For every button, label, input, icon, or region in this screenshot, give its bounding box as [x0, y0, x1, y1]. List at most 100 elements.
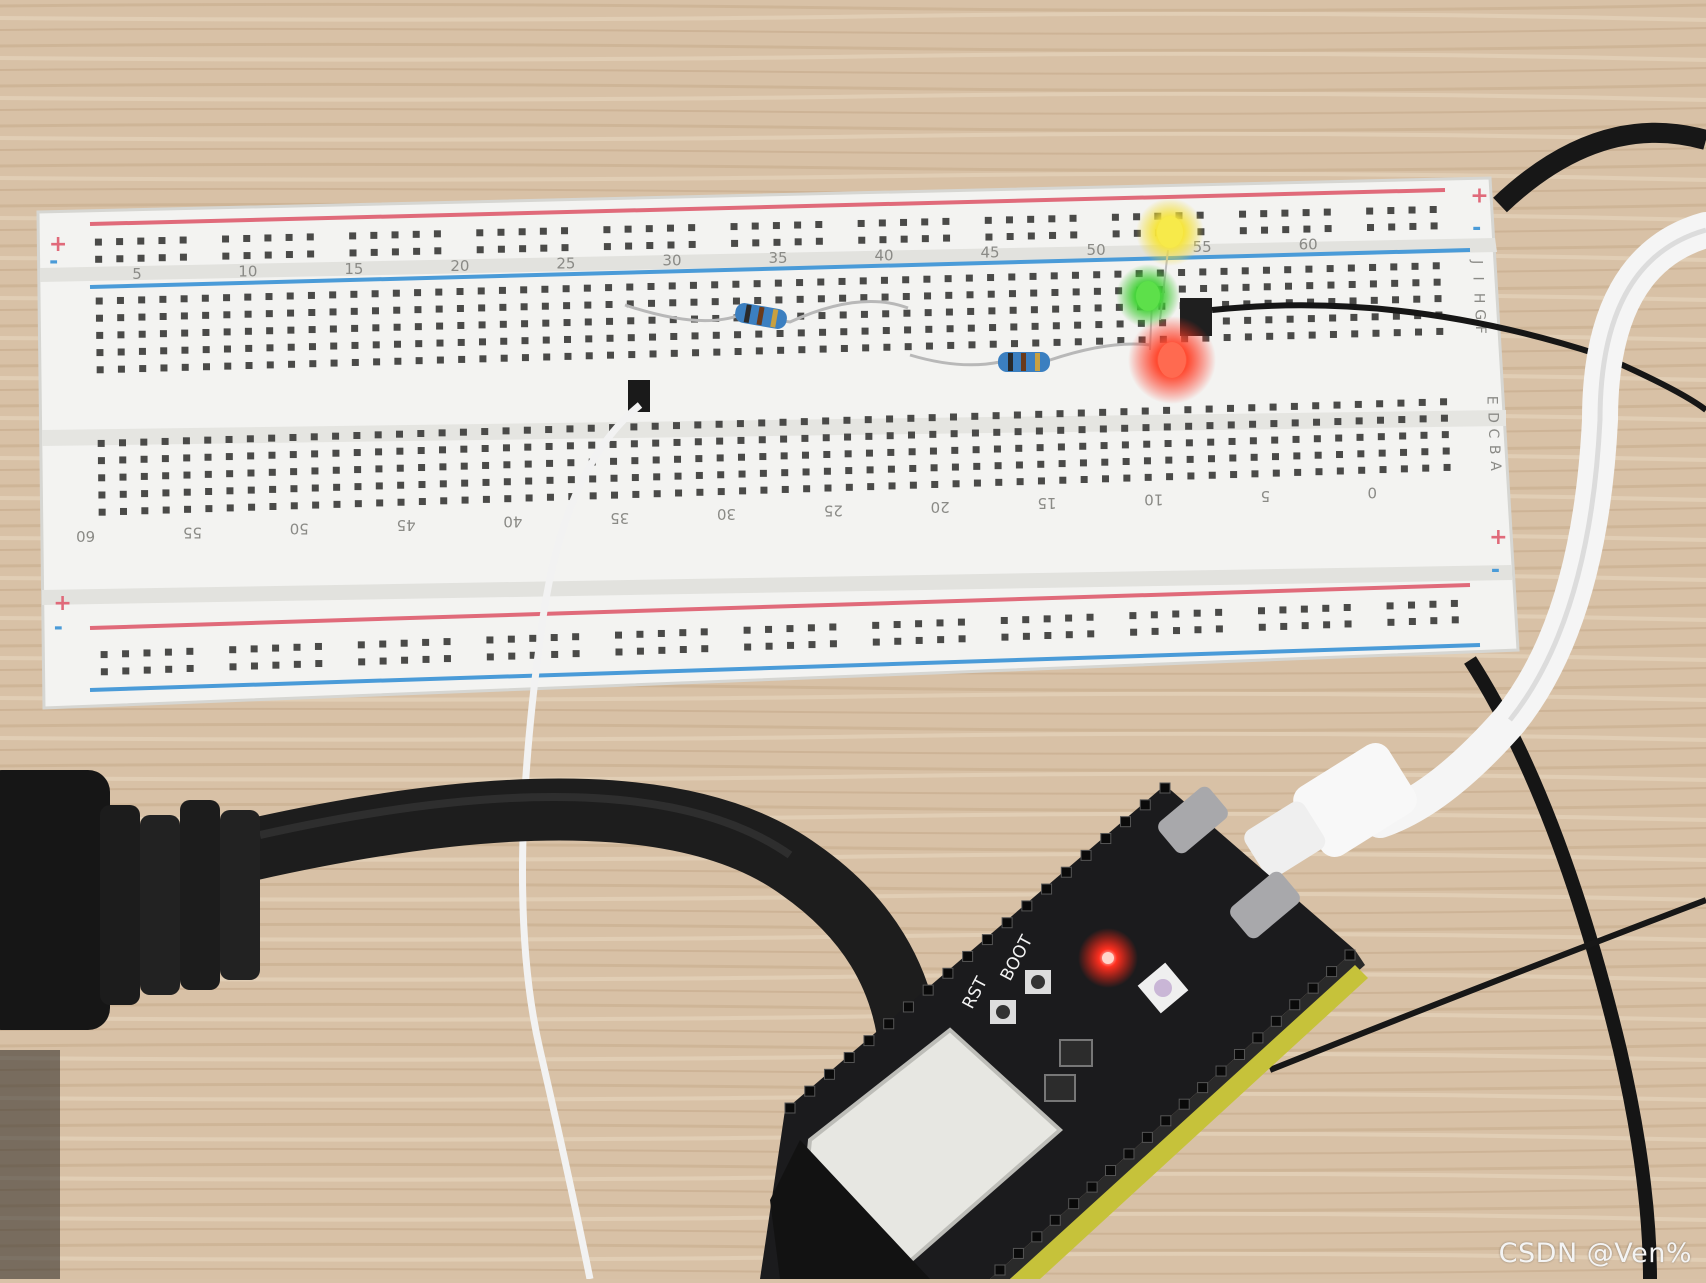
breadboard-hole: [1279, 606, 1286, 613]
breadboard-hole: [1291, 403, 1298, 410]
breadboard-hole: [434, 247, 441, 254]
breadboard-hole: [286, 251, 293, 258]
breadboard-hole: [162, 472, 169, 479]
breadboard-hole: [312, 502, 319, 509]
header-pin: [1327, 967, 1337, 977]
breadboard-hole: [1434, 279, 1441, 286]
breadboard-hole: [1117, 320, 1124, 327]
breadboard-hole: [1187, 472, 1194, 479]
header-pin: [903, 1002, 913, 1012]
breadboard-hole: [1001, 617, 1008, 624]
breadboard-hole: [718, 488, 725, 495]
breadboard-hole: [882, 310, 889, 317]
breadboard-hole: [951, 447, 958, 454]
breadboard-hole: [1038, 477, 1045, 484]
header-pin: [884, 1019, 894, 1029]
row-letter: I: [1470, 277, 1486, 281]
breadboard-hole: [967, 291, 974, 298]
rail-plus-label: +: [1489, 525, 1507, 550]
breadboard-hole: [1239, 211, 1246, 218]
breadboard-hole: [1272, 453, 1279, 460]
breadboard-hole: [1441, 415, 1448, 422]
header-pin: [1161, 1116, 1171, 1126]
breadboard-hole: [245, 345, 252, 352]
breadboard-hole: [695, 455, 702, 462]
breadboard-hole: [266, 344, 273, 351]
breadboard-hole: [625, 226, 632, 233]
breadboard-hole: [230, 663, 237, 670]
breadboard-hole: [1349, 281, 1356, 288]
breadboard-hole: [839, 295, 846, 302]
breadboard-hole: [796, 279, 803, 286]
breadboard-hole: [457, 322, 464, 329]
breadboard-hole: [290, 451, 297, 458]
breadboard-hole: [519, 228, 526, 235]
rail-minus-label: -: [1472, 216, 1481, 241]
breadboard-hole: [671, 350, 678, 357]
breadboard-hole: [1370, 280, 1377, 287]
breadboard-hole: [824, 468, 831, 475]
breadboard-hole: [1264, 283, 1271, 290]
breadboard-hole: [457, 305, 464, 312]
breadboard-hole: [653, 456, 660, 463]
row-letter: G: [1471, 309, 1487, 320]
header-pin: [1050, 1215, 1060, 1225]
breadboard-hole: [1087, 614, 1094, 621]
breadboard-hole: [1095, 321, 1102, 328]
breadboard-hole: [401, 657, 408, 664]
breadboard-hole: [503, 444, 510, 451]
breadboard-hole: [1251, 454, 1258, 461]
breadboard-hole: [734, 331, 741, 338]
header-pin: [1069, 1199, 1079, 1209]
breadboard-hole: [330, 308, 337, 315]
breadboard-hole: [679, 629, 686, 636]
breadboard-hole: [204, 437, 211, 444]
breadboard-hole: [1415, 329, 1422, 336]
header-pin: [1290, 1000, 1300, 1010]
breadboard-hole: [224, 363, 231, 370]
breadboard-hole: [731, 240, 738, 247]
breadboard-hole: [119, 474, 126, 481]
breadboard-hole: [95, 256, 102, 263]
breadboard-hole: [1440, 398, 1447, 405]
breadboard-hole: [162, 489, 169, 496]
breadboard-hole: [1294, 469, 1301, 476]
breadboard-hole: [1285, 283, 1292, 290]
breadboard-hole: [819, 329, 826, 336]
row-letter: C: [1485, 429, 1501, 439]
breadboard-hole: [907, 415, 914, 422]
breadboard-hole: [461, 480, 468, 487]
breadboard-hole: [1303, 209, 1310, 216]
breadboard-hole: [269, 469, 276, 476]
breadboard-hole: [946, 309, 953, 316]
breadboard-hole: [1035, 411, 1042, 418]
breadboard-hole: [315, 660, 322, 667]
breadboard-hole: [372, 324, 379, 331]
breadboard-hole: [803, 468, 810, 475]
breadboard-hole: [375, 431, 382, 438]
breadboard-hole: [1390, 263, 1397, 270]
breadboard-hole: [294, 644, 301, 651]
breadboard-hole: [1430, 206, 1437, 213]
breadboard-hole: [1408, 602, 1415, 609]
breadboard-hole: [1243, 284, 1250, 291]
breadboard-hole: [415, 340, 422, 347]
breadboard-hole: [1113, 230, 1120, 237]
breadboard-hole: [1327, 282, 1334, 289]
breadboard-hole: [611, 492, 618, 499]
breadboard-hole: [1281, 210, 1288, 217]
breadboard-hole: [994, 446, 1001, 453]
breadboard-hole: [1179, 286, 1186, 293]
breadboard-hole: [929, 414, 936, 421]
breadboard-hole: [1377, 417, 1384, 424]
breadboard-hole: [985, 234, 992, 241]
breadboard-hole: [1371, 297, 1378, 304]
breadboard-hole: [607, 352, 614, 359]
breadboard-hole: [713, 332, 720, 339]
breadboard-hole: [1221, 284, 1228, 291]
breadboard-hole: [816, 238, 823, 245]
breadboard-hole: [1301, 606, 1308, 613]
breadboard-hole: [333, 484, 340, 491]
breadboard-hole: [1250, 437, 1257, 444]
breadboard-hole: [99, 509, 106, 516]
